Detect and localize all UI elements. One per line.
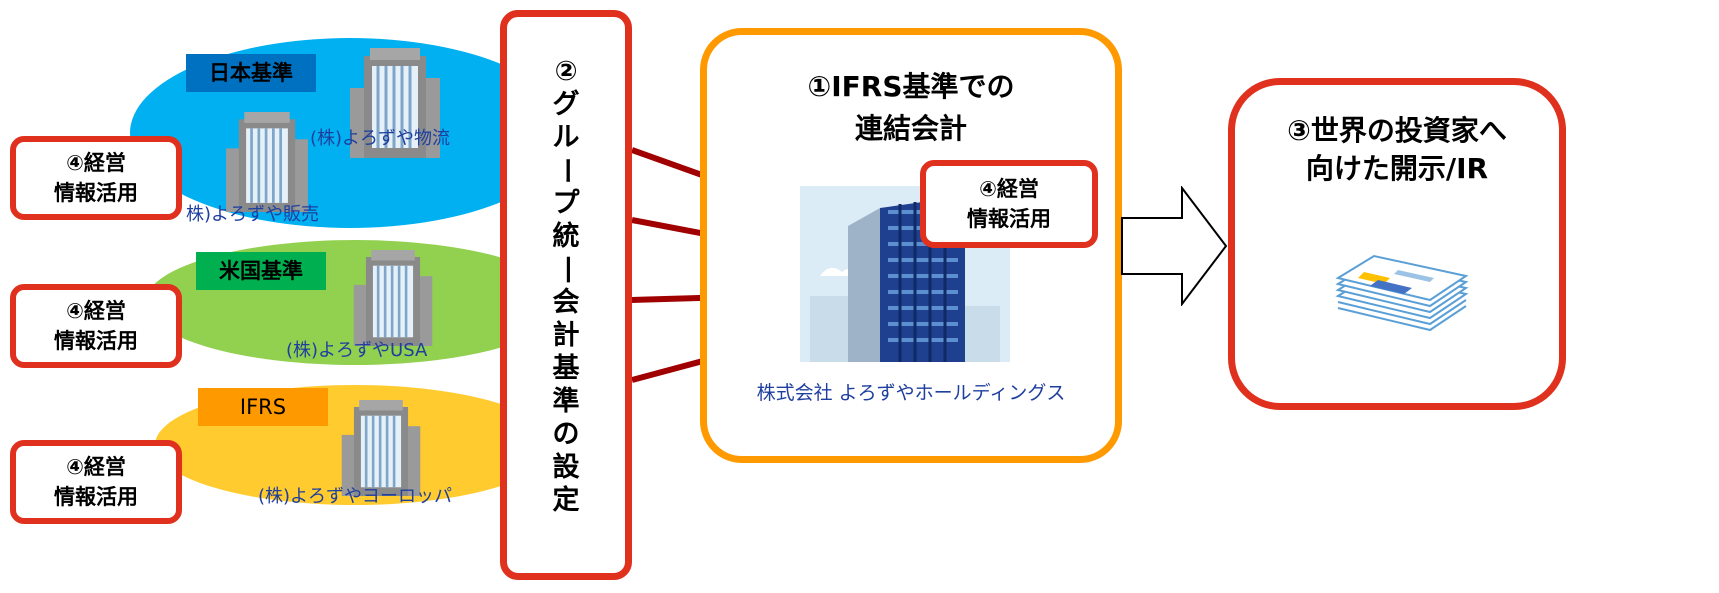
group-standard-char: プ bbox=[552, 188, 580, 219]
management-info-line1: ④経営 bbox=[66, 151, 126, 175]
documents-icon bbox=[1335, 254, 1469, 332]
management-info-line2: 情報活用 bbox=[967, 207, 1051, 231]
building-icon bbox=[341, 400, 421, 496]
company-europe: (株)よろずやヨーロッパ bbox=[258, 486, 453, 507]
group-standard-char: 定 bbox=[552, 485, 580, 516]
group-standard-char: グ bbox=[552, 89, 580, 120]
consolidation-title-line2: 連結会計 bbox=[854, 112, 967, 145]
management-info-line2: 情報活用 bbox=[54, 329, 138, 353]
holding-company-label: 株式会社 よろずやホールディングス bbox=[756, 382, 1066, 404]
management-info-box-hq: ④経営 情報活用 bbox=[920, 160, 1098, 248]
group-standard-char: 統 bbox=[552, 221, 580, 252]
management-info-line2: 情報活用 bbox=[54, 485, 138, 509]
management-info-line1: ④経営 bbox=[979, 177, 1039, 201]
building-icon bbox=[226, 112, 308, 212]
group-standard-char: 基 bbox=[552, 353, 580, 384]
company-sales: 株)よろずや販売 bbox=[186, 204, 320, 225]
ifrs-standard-label: IFRS bbox=[198, 388, 328, 426]
disclosure-box bbox=[1228, 78, 1566, 410]
group-standard-text: ② グ ル ー プ 統 一 会 計 基 準 の 設 定 bbox=[507, 55, 625, 517]
disclosure-title-line2: 向けた開示/IR bbox=[1305, 152, 1489, 185]
group-standard-char: 設 bbox=[552, 452, 580, 483]
building-icon bbox=[353, 250, 433, 346]
consolidation-title: ①IFRS基準での 連結会計 bbox=[700, 66, 1122, 150]
company-logistics: (株)よろずや物流 bbox=[310, 128, 451, 149]
management-info-line2: 情報活用 bbox=[54, 181, 138, 205]
group-standard-char: ル bbox=[552, 122, 580, 153]
disclosure-title-line1: ③世界の投資家へ bbox=[1287, 114, 1507, 147]
management-info-box-japan: ④経営 情報活用 bbox=[10, 136, 182, 220]
skyscraper-icon bbox=[800, 186, 1010, 362]
building-icon bbox=[350, 48, 440, 158]
management-info-line1: ④経営 bbox=[66, 299, 126, 323]
group-standard-char: の bbox=[552, 419, 580, 450]
group-standard-box: ② グ ル ー プ 統 一 会 計 基 準 の 設 定 bbox=[500, 10, 632, 580]
disclosure-title: ③世界の投資家へ 向けた開示/IR bbox=[1228, 112, 1566, 188]
group-standard-char: 一 bbox=[550, 256, 582, 283]
management-info-box-ifrs: ④経営 情報活用 bbox=[10, 440, 182, 524]
consolidation-title-line1: ①IFRS基準での bbox=[807, 70, 1015, 103]
group-standard-char: 準 bbox=[552, 386, 580, 417]
company-usa: (株)よろずやUSA bbox=[286, 340, 428, 361]
management-info-box-us: ④経営 情報活用 bbox=[10, 284, 182, 368]
japan-standard-label: 日本基準 bbox=[186, 54, 316, 92]
group-standard-char: ② bbox=[554, 56, 578, 87]
right-arrow-icon bbox=[1121, 186, 1228, 306]
us-standard-label: 米国基準 bbox=[196, 252, 326, 290]
management-info-line1: ④経営 bbox=[66, 455, 126, 479]
group-standard-char: 計 bbox=[552, 320, 580, 351]
group-standard-char: 会 bbox=[552, 287, 580, 318]
